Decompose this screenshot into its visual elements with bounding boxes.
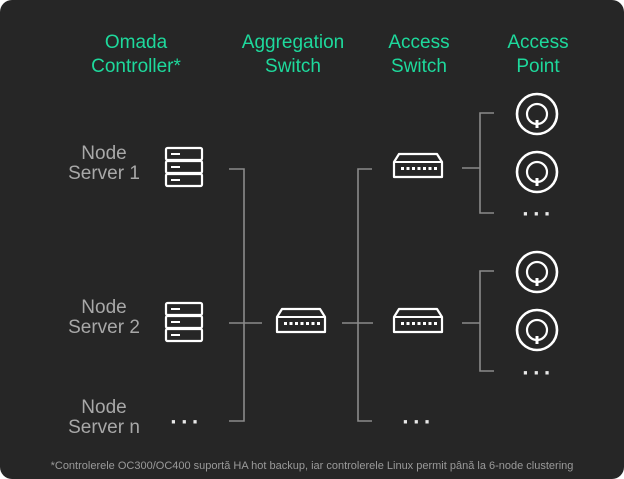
- server-icon: [164, 146, 204, 188]
- access-point-icon: [515, 150, 559, 194]
- ap-bracket-1: [479, 112, 494, 214]
- ellipsis-more-aps-group-2: ···: [522, 363, 555, 384]
- access-point-icon: [515, 92, 559, 136]
- footnote: *Controlerele OC300/OC400 suportă HA hot…: [50, 460, 574, 472]
- ellipsis-more-access-switches: ···: [402, 412, 435, 433]
- server-bracket: [229, 168, 245, 422]
- ellipsis-more-aps-group-1: ···: [522, 204, 555, 225]
- ellipsis-more-servers: ···: [170, 412, 203, 433]
- ap-bracket-2: [479, 270, 494, 372]
- switch-icon: [392, 152, 444, 179]
- switch-icon: [392, 307, 444, 334]
- switch-icon: [275, 307, 327, 334]
- access-switch-bracket: [357, 168, 372, 422]
- access-point-icon: [515, 308, 559, 352]
- access-point-icon: [515, 250, 559, 294]
- server-icon: [164, 301, 204, 343]
